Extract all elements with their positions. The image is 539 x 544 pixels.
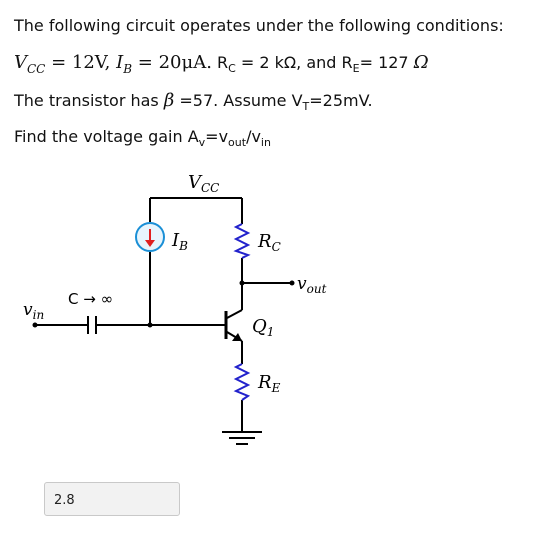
emitter-arrow-icon: [232, 333, 242, 341]
vin-terminal-dot: [32, 322, 38, 328]
question-intro: The following circuit operates under the…: [14, 16, 504, 35]
vcc-value: = 12V,: [45, 52, 117, 73]
re-value: = 127: [359, 53, 414, 72]
vcc-subscript: CC: [27, 62, 46, 76]
out-subscript: out: [228, 136, 247, 149]
vt-subscript: T: [302, 100, 310, 113]
rc-subscript: C: [228, 62, 236, 75]
rc-label: RC: [257, 231, 281, 254]
re-subscript: E: [352, 62, 360, 75]
ib-symbol: I: [116, 52, 124, 73]
transistor-collector-lead: [226, 309, 243, 319]
vout-label: vout: [297, 274, 327, 296]
rc-symbol: R: [211, 53, 229, 72]
vcc-symbol: V: [14, 52, 27, 73]
beta-value: =57. Assume V: [174, 91, 303, 110]
output-node-dot: [239, 280, 245, 286]
transistor-label: Q1: [252, 316, 274, 339]
answer-input[interactable]: 2.8: [44, 482, 180, 516]
base-node-dot: [147, 322, 153, 328]
beta-line: The transistor has β =57. Assume VT=25mV…: [14, 90, 373, 113]
find-line: Find the voltage gain Av=vout/vin: [14, 127, 271, 149]
find-mid2: /v: [246, 127, 261, 146]
current-arrow-icon: [145, 240, 155, 247]
ib-subscript: B: [123, 62, 133, 76]
beta-prefix: The transistor has: [14, 91, 164, 110]
find-prefix: Find the voltage gain A: [14, 127, 199, 146]
capacitor-label: C → ∞: [68, 290, 113, 308]
re-resistor-icon: [233, 363, 251, 401]
circuit-diagram: VCC IB RC RE Q1 vout vin C → ∞: [23, 172, 327, 445]
rc-resistor-icon: [233, 223, 251, 259]
find-mid1: =v: [205, 127, 229, 146]
conditions-line: VCC = 12V, IB = 20μA. RC = 2 kΩ, and RE=…: [14, 52, 429, 76]
vt-value: =25mV.: [309, 91, 373, 110]
rc-value: = 2 kΩ, and R: [235, 53, 353, 72]
vout-terminal-dot: [289, 280, 295, 286]
re-label: RE: [257, 372, 281, 395]
vin-label: vin: [23, 300, 44, 322]
beta-symbol: β: [163, 90, 175, 111]
ib-label: IB: [171, 230, 188, 253]
in-subscript: in: [260, 136, 271, 149]
ib-value: = 20μA.: [132, 52, 212, 73]
vcc-label: VCC: [188, 172, 219, 195]
av-subscript: v: [198, 136, 206, 149]
ohm-symbol: Ω: [413, 52, 429, 73]
